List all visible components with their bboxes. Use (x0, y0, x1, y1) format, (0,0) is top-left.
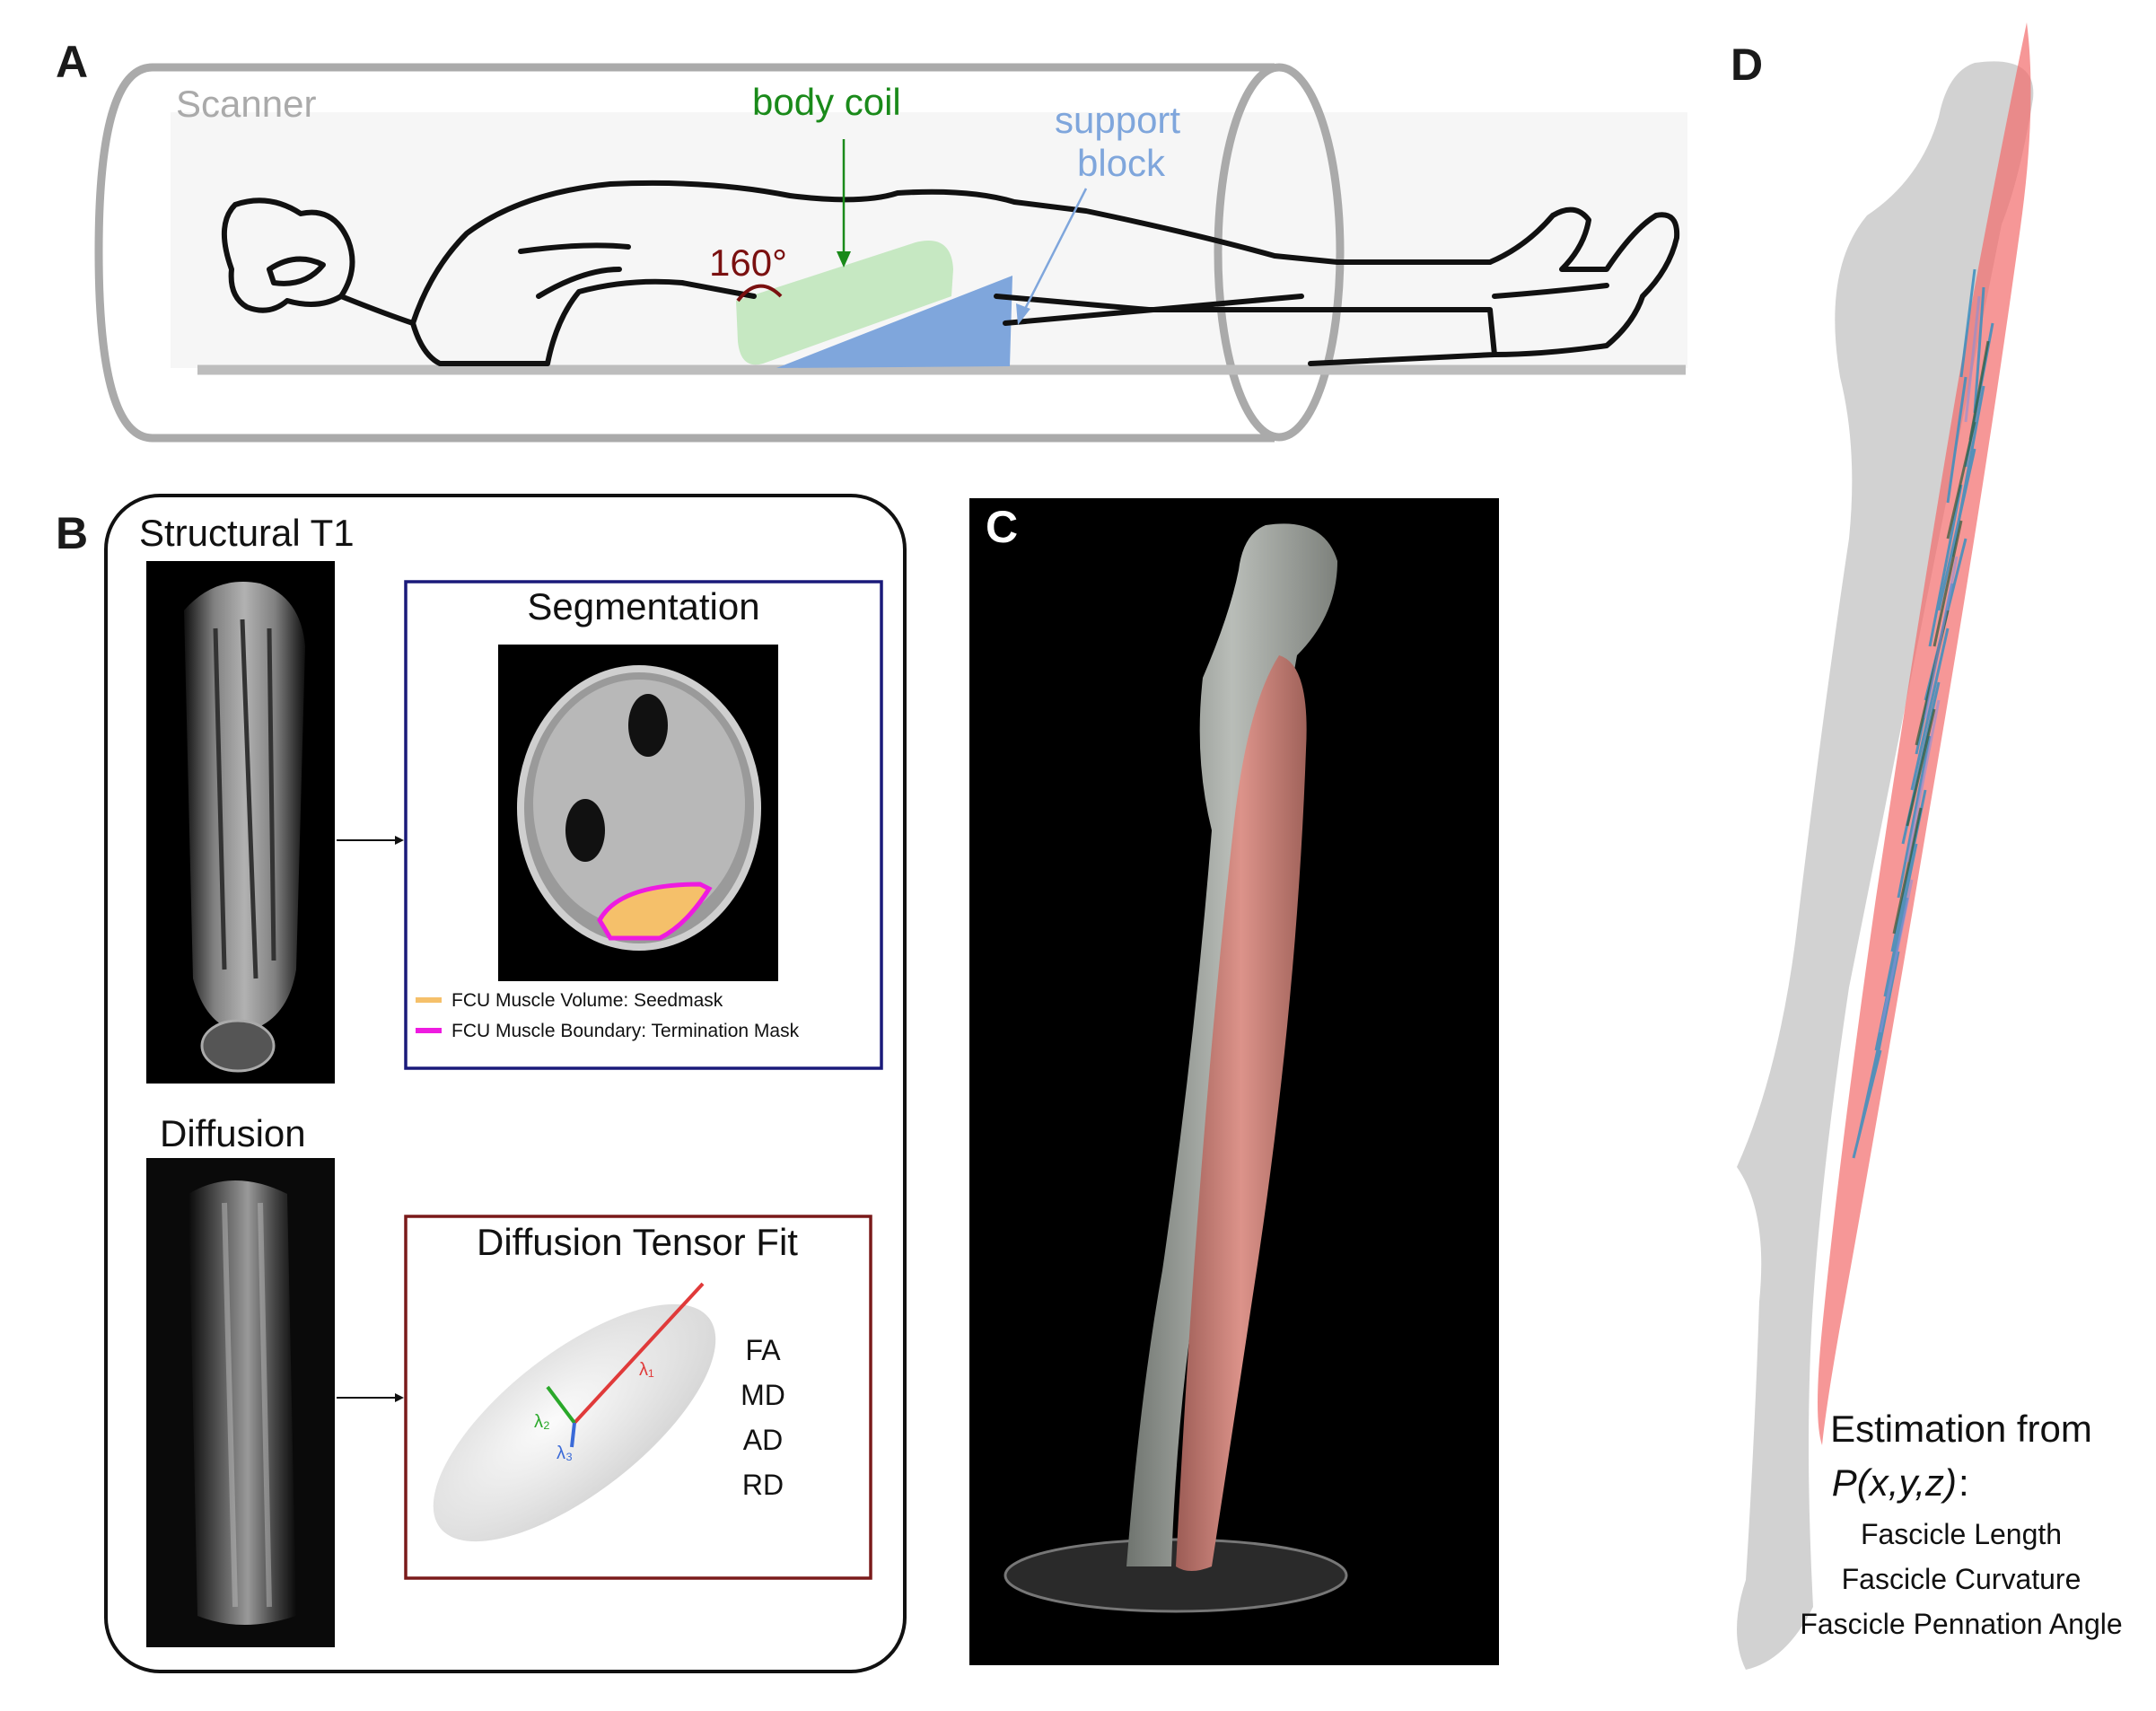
body-coil-label: body coil (752, 81, 901, 123)
lambda3-label: λ₃ (557, 1443, 573, 1463)
render-slice-disc (1004, 1538, 1348, 1613)
forearm-silhouette (1737, 61, 2034, 1670)
structural-wrist (200, 1019, 276, 1073)
diffusion-title: Diffusion (160, 1112, 306, 1154)
arrowhead-diffusion-to-tensor (395, 1393, 404, 1402)
fcu-muscle-surface (1176, 655, 1307, 1571)
metric-rd: RD (742, 1469, 784, 1501)
axial-forearm-inner (533, 680, 745, 927)
fcu-seedmask-shape (597, 882, 713, 941)
estimation-formula: P(x,y,z) (1832, 1461, 1957, 1504)
panel-letter-c: C (986, 502, 1019, 552)
output-fascicle-pennation: Fascicle Pennation Angle (1800, 1608, 2122, 1640)
metric-ad: AD (743, 1424, 783, 1456)
person-outline (221, 180, 1680, 366)
panel-letter-a: A (56, 37, 89, 87)
fascicle-fibers-light (1879, 295, 1981, 1033)
support-label-line2: block (1077, 142, 1166, 184)
scanner-tube (94, 63, 1275, 443)
scanner-diagram: Scanner body coil 160° support block (94, 63, 1687, 443)
output-fascicle-curvature: Fascicle Curvature (1842, 1563, 2082, 1595)
body-coil-arrowhead (837, 251, 851, 268)
panel-c-render (969, 498, 1499, 1665)
support-block-shape (776, 276, 1012, 368)
lambda1-axis (573, 1282, 705, 1425)
diffusion-bright-lines (222, 1202, 272, 1608)
angle-label: 160° (709, 241, 787, 284)
support-block-arrow (1021, 188, 1088, 313)
legend-term-label: FCU Muscle Boundary: Termination Mask (451, 1021, 800, 1041)
panel-letter-b: B (56, 508, 89, 558)
estimation-colon: : (1959, 1461, 1969, 1504)
output-fascicle-length: Fascicle Length (1861, 1518, 2062, 1550)
estimation-title: Estimation from (1830, 1408, 2092, 1450)
lambda2-label: λ₂ (534, 1412, 550, 1432)
panel-letter-d: D (1731, 39, 1764, 90)
support-label-line1: support (1055, 99, 1180, 141)
axial-bone-1 (628, 694, 668, 757)
scanner-opening (1214, 63, 1345, 442)
diffusion-forearm (188, 1180, 296, 1625)
structural-title: Structural T1 (139, 512, 355, 554)
angle-arc (736, 284, 783, 303)
metric-fa: FA (745, 1334, 781, 1366)
lambda1-label: λ₁ (639, 1360, 654, 1380)
tensor-title: Diffusion Tensor Fit (477, 1221, 798, 1263)
lambda3-axis (570, 1422, 576, 1448)
support-block-arrowhead (1016, 303, 1030, 325)
panel-d-tractography: Estimation from P(x,y,z) : Fascicle Leng… (1737, 22, 2123, 1670)
metric-md: MD (741, 1379, 785, 1411)
segmentation-title: Segmentation (527, 585, 759, 627)
lambda2-axis (546, 1385, 576, 1425)
scanner-label: Scanner (176, 83, 316, 125)
panel-b: Structural T1 Segmentation FCU Muscle Vo… (104, 494, 907, 1673)
axial-bone-2 (565, 799, 605, 862)
legend-seed-label: FCU Muscle Volume: Seedmask (451, 990, 723, 1011)
body-coil-shape (736, 241, 953, 365)
structural-muscle-lines (213, 619, 276, 979)
arrowhead-structural-to-seg (395, 836, 404, 845)
